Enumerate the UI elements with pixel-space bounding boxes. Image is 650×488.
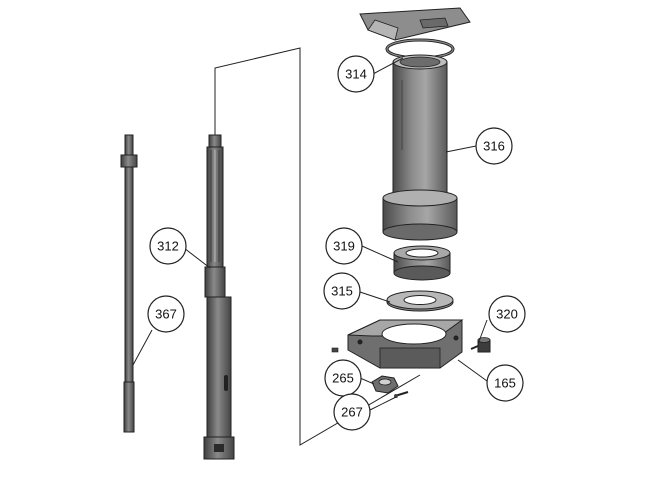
part-320-screw	[470, 337, 491, 353]
part-312-spindle	[203, 134, 235, 460]
callout-314-label: 314	[345, 67, 367, 82]
part-267-pin	[394, 391, 409, 398]
callout-314: 314	[337, 55, 375, 93]
callout-320-label: 320	[496, 307, 518, 322]
callout-265-label: 265	[332, 371, 354, 386]
callout-267-label: 267	[341, 405, 363, 420]
callout-165: 165	[486, 364, 524, 402]
leader-lines	[132, 57, 488, 411]
callout-315-label: 315	[331, 284, 353, 299]
part-165-quill-bracket	[347, 319, 464, 369]
small-pin	[331, 347, 339, 353]
callout-319: 319	[325, 227, 363, 265]
callout-316: 316	[475, 127, 513, 165]
callout-312: 312	[149, 227, 187, 265]
callout-267: 267	[333, 393, 371, 431]
top-housing	[359, 7, 471, 41]
callout-265: 265	[324, 359, 362, 397]
callout-165-label: 165	[494, 376, 516, 391]
part-265-nut	[371, 375, 399, 394]
callout-367: 367	[147, 295, 185, 333]
part-316-quill-sleeve	[382, 54, 458, 241]
callout-312-label: 312	[157, 239, 179, 254]
callout-315: 315	[323, 272, 361, 310]
callout-367-label: 367	[155, 307, 177, 322]
part-319-bearing	[393, 245, 451, 281]
callout-320: 320	[488, 295, 526, 333]
part-315-washer	[386, 290, 454, 312]
callout-319-label: 319	[333, 239, 355, 254]
callout-316-label: 316	[483, 139, 505, 154]
part-367-drawbar	[120, 134, 138, 433]
